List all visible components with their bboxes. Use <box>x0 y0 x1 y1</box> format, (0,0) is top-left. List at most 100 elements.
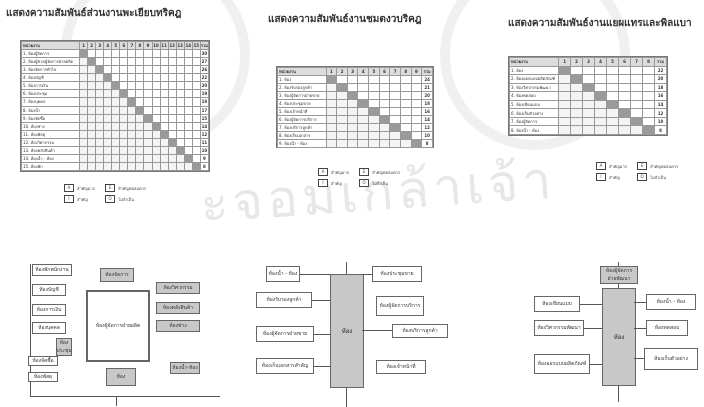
matrix-cell <box>400 91 412 100</box>
matrix-cell <box>618 125 631 135</box>
matrix-cell <box>135 73 145 83</box>
matrix-cell <box>368 75 380 84</box>
matrix-cell <box>119 161 129 172</box>
matrix-cell <box>127 129 137 139</box>
matrix-cell <box>151 89 161 99</box>
matrix-cell <box>135 121 145 131</box>
matrix-cell <box>570 74 584 84</box>
matrix-cell <box>87 57 97 67</box>
matrix-cell <box>378 123 391 132</box>
matrix-cell <box>143 121 153 131</box>
matrix-cell <box>103 105 113 115</box>
matrix-cell <box>336 115 348 124</box>
matrix-cell <box>95 137 105 147</box>
matrix-cell <box>357 91 370 100</box>
box-top: ห้องผู้จัดการฝ่ายพัฒนา <box>600 266 638 284</box>
matrix-cell <box>79 113 89 123</box>
legend-o-icon: O <box>359 179 370 187</box>
matrix-cell <box>111 81 121 91</box>
legend-a-icon: A <box>596 162 606 170</box>
matrix-cell <box>159 137 169 147</box>
matrix-cell <box>175 137 185 147</box>
matrix-cell <box>630 91 643 101</box>
matrix-cell <box>183 113 193 123</box>
matrix-cell <box>127 161 137 172</box>
box-left-1: ห้องบัญชี <box>32 284 66 296</box>
matrix-cell <box>159 49 169 59</box>
box-right-0: ห้องน้ำ - ห้อง <box>646 294 696 310</box>
matrix-cell <box>582 116 596 127</box>
matrix-cell <box>111 121 121 131</box>
matrix-cell <box>378 83 391 92</box>
matrix-cell <box>79 89 89 99</box>
row-label: 7. ห้องบุคคล <box>20 97 81 107</box>
row-label: 3. ห้องวิศวกรรมพัฒนา <box>508 82 560 93</box>
matrix-cell <box>183 105 193 115</box>
matrix-cell <box>191 113 201 123</box>
matrix-cell <box>594 125 608 135</box>
matrix-cell <box>618 82 631 93</box>
row-label: 1. ห้อง <box>277 75 327 84</box>
matrix-cell <box>143 161 153 172</box>
matrix-cell <box>191 129 201 139</box>
matrix-cell <box>183 89 193 99</box>
matrix-cell <box>606 108 620 118</box>
matrix-cell <box>103 129 113 139</box>
matrix-cell <box>79 73 89 83</box>
matrix-cell <box>183 97 193 107</box>
connector-line <box>634 328 646 329</box>
box-left-5: ห้องพัสดุ <box>28 372 58 382</box>
layout-diagram-middle: ห้อง ห้องน้ำ - ห้อง ห้องรับรองลูกค้า ห้อ… <box>250 262 460 407</box>
matrix-cell <box>618 99 631 110</box>
legend-label: สำคัญ <box>77 196 88 202</box>
matrix-cell <box>79 153 89 163</box>
matrix-cell <box>135 81 145 91</box>
matrix-cell <box>400 107 412 116</box>
matrix-cell <box>410 107 423 116</box>
row-total: 15 <box>199 113 210 123</box>
matrix-cell <box>111 57 121 67</box>
matrix-cell <box>87 121 97 131</box>
row-label: 11. ห้องพัสดุ <box>20 129 81 139</box>
matrix-cell <box>400 131 412 140</box>
matrix-cell <box>175 89 185 99</box>
box-right-2: ห้องบริการลูกค้า <box>392 324 448 338</box>
row-label: 4. ห้องทดสอบ <box>508 91 560 101</box>
matrix-cell <box>570 99 584 110</box>
matrix-cell <box>606 116 620 127</box>
matrix-cell <box>570 91 584 101</box>
matrix-cell <box>95 153 105 163</box>
matrix-cell <box>127 57 137 67</box>
row-total: 18 <box>199 97 210 107</box>
matrix-cell <box>135 113 145 123</box>
row-total: 10 <box>199 145 210 155</box>
core-room: ห้อง <box>602 288 636 386</box>
matrix-cell <box>594 108 608 118</box>
row-label: 6. ห้องประชุม <box>20 89 81 99</box>
matrix-cell <box>175 97 185 107</box>
matrix-cell <box>111 89 121 99</box>
matrix-cell <box>175 49 185 59</box>
matrix-cell <box>410 139 423 148</box>
row-total: 11 <box>199 137 210 147</box>
row-label: 3. ห้องผู้จัดการฝ่ายขาย <box>277 91 327 100</box>
matrix-cell <box>630 74 643 84</box>
matrix-cell <box>87 161 97 172</box>
matrix-cell <box>159 129 169 139</box>
matrix-cell <box>594 91 608 101</box>
matrix-cell <box>346 131 359 140</box>
table-header-cell: 1 <box>325 67 338 76</box>
box-right-1: ห้องคลังสินค้า <box>156 302 200 314</box>
matrix-cell <box>357 83 370 92</box>
legend-label: ไม่จำเป็น <box>650 174 666 180</box>
table-header-cell: 9 <box>410 67 423 76</box>
row-label: 2. ห้องรับรองลูกค้า <box>277 83 327 92</box>
